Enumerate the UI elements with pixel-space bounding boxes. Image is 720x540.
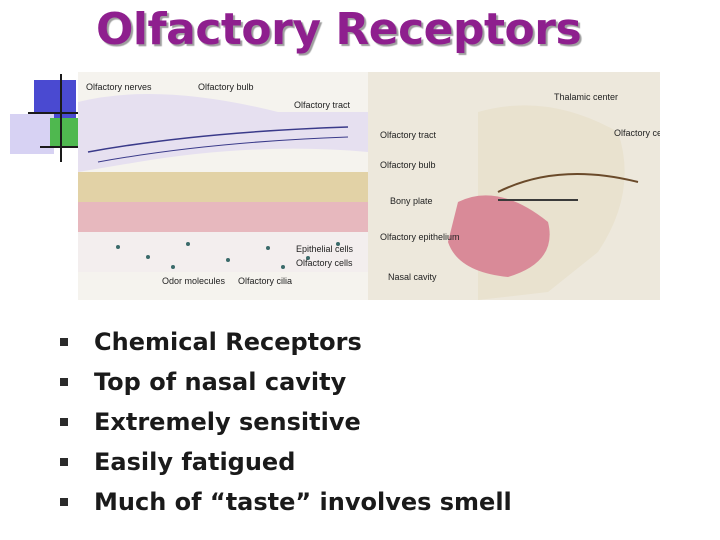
list-item: Much of “taste” involves smell xyxy=(60,482,512,522)
olfactory-bulb-region xyxy=(78,94,368,172)
bullet-text: Chemical Receptors xyxy=(94,328,362,356)
olfactory-tract-fiber xyxy=(87,126,349,153)
nasal-cavity-shape xyxy=(448,195,550,277)
label-olfactory-bulb-right: Olfactory bulb xyxy=(380,160,436,170)
bullet-square-icon xyxy=(60,418,68,426)
label-nasal-cavity: Nasal cavity xyxy=(388,272,437,282)
bony-plate xyxy=(78,172,368,202)
bullet-square-icon xyxy=(60,458,68,466)
list-item: Easily fatigued xyxy=(60,442,512,482)
label-olfactory-cilia: Olfactory cilia xyxy=(238,276,292,286)
label-olfactory-center: Olfactory center xyxy=(614,128,660,138)
bullet-text: Top of nasal cavity xyxy=(94,368,347,396)
olfactory-anatomy-illustration: Olfactory nerves Olfactory bulb Olfactor… xyxy=(78,72,660,300)
decor-horizontal-line xyxy=(28,112,88,114)
label-thalamic-center: Thalamic center xyxy=(554,92,618,102)
odor-molecules xyxy=(116,242,340,269)
bullet-square-icon xyxy=(60,338,68,346)
slide-title: Olfactory Receptors xyxy=(96,4,582,55)
decor-lilac-square xyxy=(10,114,54,154)
label-olfactory-epithelium: Olfactory epithelium xyxy=(380,232,460,242)
bullet-text: Extremely sensitive xyxy=(94,408,361,436)
list-item: Top of nasal cavity xyxy=(60,362,512,402)
label-olfactory-cells: Olfactory cells xyxy=(296,258,353,268)
label-olfactory-tract: Olfactory tract xyxy=(294,100,351,110)
decor-vertical-line xyxy=(60,74,62,162)
mucus-layer xyxy=(78,232,368,272)
decor-green-square xyxy=(50,118,80,146)
list-item: Chemical Receptors xyxy=(60,322,512,362)
label-olfactory-bulb: Olfactory bulb xyxy=(198,82,254,92)
label-epithelial-cells: Epithelial cells xyxy=(296,244,354,254)
label-odor-molecules: Odor molecules xyxy=(162,276,226,286)
label-bony-plate: Bony plate xyxy=(390,196,433,206)
bullet-list: Chemical Receptors Top of nasal cavity E… xyxy=(60,322,512,522)
bullet-square-icon xyxy=(60,498,68,506)
label-olfactory-tract-right: Olfactory tract xyxy=(380,130,437,140)
bullet-square-icon xyxy=(60,378,68,386)
olfactory-tract-path xyxy=(497,173,639,193)
olfactory-nerve-fiber xyxy=(97,136,349,163)
label-olfactory-nerves: Olfactory nerves xyxy=(86,82,152,92)
decor-horizontal-line xyxy=(40,146,80,148)
bullet-text: Easily fatigued xyxy=(94,448,296,476)
epithelium-layer xyxy=(78,202,368,232)
bullet-text: Much of “taste” involves smell xyxy=(94,488,512,516)
list-item: Extremely sensitive xyxy=(60,402,512,442)
